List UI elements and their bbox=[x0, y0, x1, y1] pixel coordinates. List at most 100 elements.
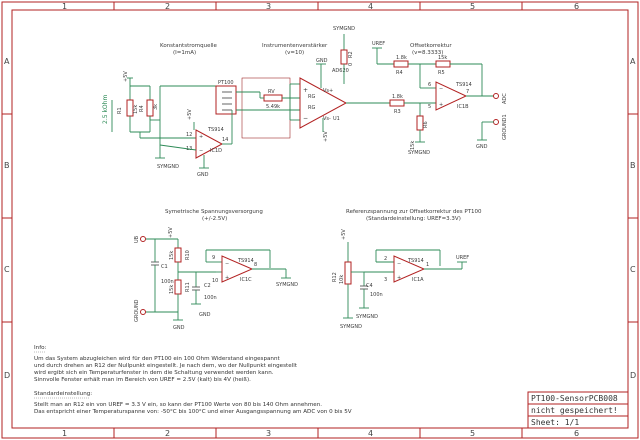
r4-value: 1.8k bbox=[396, 55, 407, 61]
ic1c-pin9: 9 bbox=[212, 255, 215, 261]
ref-title: Referenzspannung zur Offsetkorrektur des… bbox=[346, 209, 482, 215]
svg-text:−: − bbox=[397, 261, 401, 267]
ic1d-name: IC1D bbox=[210, 148, 222, 154]
instrument-sub: (v=10) bbox=[285, 50, 304, 56]
grid-rows-right: A B C D bbox=[628, 57, 638, 380]
r5-name: R5 bbox=[438, 70, 445, 76]
r3-resistor bbox=[389, 99, 405, 107]
ic1b-name: IC1B bbox=[457, 104, 469, 110]
r3-value: 1.8k bbox=[392, 94, 403, 100]
plus5v-ad620: +5V bbox=[323, 131, 329, 142]
pt100-connector bbox=[215, 85, 237, 115]
grid-col-2-top: 2 bbox=[165, 2, 170, 11]
adc-label: ADC bbox=[502, 93, 508, 104]
ic1a-type: TS914 bbox=[407, 258, 424, 264]
ic1d-opamp bbox=[195, 129, 224, 159]
plus5v-label-cs: +5V bbox=[123, 71, 129, 82]
adc-terminal bbox=[493, 93, 499, 99]
offset-block: UREF 1.8k R4 15k R5 1.8k R3 R6 15k SYMGN… bbox=[372, 41, 508, 156]
offset-sub: (v=8.3333) bbox=[412, 50, 443, 56]
r10-name: R10 bbox=[185, 250, 191, 260]
r3k-value: 3k bbox=[153, 104, 159, 110]
ub-terminal bbox=[140, 236, 146, 242]
ic1d-type: TS914 bbox=[207, 127, 224, 133]
svg-text:−: − bbox=[303, 115, 308, 122]
ad620-label: AD620 bbox=[332, 68, 349, 74]
info-line-5: Stellt man an R12 ein von UREF = 3.3 V e… bbox=[34, 402, 322, 408]
grid-col-1-bottom: 1 bbox=[62, 429, 67, 438]
drawing-frame bbox=[11, 9, 629, 429]
ic1c-pin10: 10 bbox=[212, 278, 218, 284]
grid-col-2-bottom: 2 bbox=[165, 429, 170, 438]
instrument-title: Instrumentenverstärker bbox=[262, 43, 328, 49]
ub-label: UB bbox=[134, 235, 140, 243]
info-line-1: Um das System abzugleichen wird für den … bbox=[34, 356, 281, 362]
plus5v-sym: +5V bbox=[168, 227, 174, 238]
grid-col-5-top: 5 bbox=[470, 2, 475, 11]
c2-name: C2 bbox=[204, 283, 211, 289]
r2-resistor bbox=[340, 49, 348, 65]
ic1c-type: TS914 bbox=[237, 258, 254, 264]
c2-value: 100n bbox=[204, 295, 217, 301]
ad620-rg2: RG bbox=[308, 105, 315, 111]
symgnd-offset: SYMGND bbox=[408, 150, 430, 156]
r5-resistor bbox=[435, 60, 451, 68]
plus5v-label-ic1d: +5V bbox=[187, 109, 193, 120]
ad620-amp bbox=[299, 77, 348, 129]
ic1b-pin5: 5 bbox=[428, 104, 431, 110]
ic1a-pin3: 3 bbox=[384, 277, 387, 283]
grid-col-6-bottom: 6 bbox=[574, 429, 579, 438]
r4-name: R4 bbox=[396, 70, 403, 76]
svg-text:+: + bbox=[303, 87, 308, 94]
r3k-name: R4 bbox=[139, 105, 145, 112]
grid-col-6-top: 6 bbox=[574, 2, 579, 11]
ic1a-pin1: 1 bbox=[426, 262, 429, 268]
grid-col-4-bottom: 4 bbox=[368, 429, 373, 438]
svg-text:−: − bbox=[225, 261, 229, 267]
r6-name: R6 bbox=[423, 121, 429, 128]
gnd-ground1: GND bbox=[476, 144, 488, 150]
r2-value: 0 bbox=[348, 63, 354, 66]
rv-value: 5.49k bbox=[266, 104, 280, 110]
ad620-u1: U1 bbox=[333, 116, 340, 122]
gnd-ic1d: GND bbox=[197, 172, 209, 178]
uref-ref: UREF bbox=[456, 255, 469, 261]
ic1b-opamp bbox=[435, 81, 468, 111]
plus5v-ref: +5V bbox=[341, 229, 347, 240]
grid-row-d-left: D bbox=[4, 371, 10, 380]
rv-resistor bbox=[263, 94, 283, 102]
grid-row-b-right: B bbox=[630, 161, 636, 170]
grid-col-3-bottom: 3 bbox=[266, 429, 271, 438]
r11-value: 15k bbox=[169, 285, 175, 294]
ic1c-opamp bbox=[221, 255, 254, 283]
svg-text:+: + bbox=[225, 275, 229, 281]
r1-value: 15k bbox=[133, 105, 139, 114]
r11-resistor bbox=[174, 279, 182, 295]
svg-text:+: + bbox=[397, 275, 401, 281]
r10-value: 15k bbox=[169, 251, 175, 260]
svg-text:+: + bbox=[439, 102, 443, 108]
konstantstrom-sub: (I=1mA) bbox=[173, 50, 196, 56]
symgnd-sym: SYMGND bbox=[276, 282, 298, 288]
r12-potentiometer bbox=[344, 261, 352, 285]
ic1b-pin6: 6 bbox=[428, 82, 431, 88]
r6-value: 15k bbox=[410, 141, 416, 150]
title-block-status: nicht gespeichert! bbox=[531, 406, 618, 415]
gnd-sym: GND bbox=[173, 325, 185, 331]
r1-name: R1 bbox=[117, 107, 123, 114]
info-line-4: Sinnvolle Fenster erhält man im Bereich … bbox=[34, 377, 251, 383]
ad620-vsplus: Vs+ bbox=[323, 88, 333, 94]
voltage-divider-label: 2.5 kOhm bbox=[102, 95, 109, 124]
svg-text:−: − bbox=[199, 148, 203, 154]
r12-value: 10k bbox=[339, 275, 345, 284]
ad620-rg1: RG bbox=[308, 94, 315, 100]
info-line-2: und durch drehen an R12 der Nullpunkt ei… bbox=[34, 363, 298, 369]
ic1c-name: IC1C bbox=[240, 277, 252, 283]
gnd-c2: GND bbox=[199, 312, 211, 318]
info-block: Info: Um das System abzugleichen wird fü… bbox=[34, 345, 352, 415]
uref-offset: UREF bbox=[372, 41, 385, 47]
offset-title: Offsetkorrektur bbox=[410, 43, 452, 49]
grid-row-a-left: A bbox=[4, 57, 10, 66]
current-source-block: +5V R1 15k 3k R4 2.5 kOhm PT100 bbox=[102, 71, 237, 178]
